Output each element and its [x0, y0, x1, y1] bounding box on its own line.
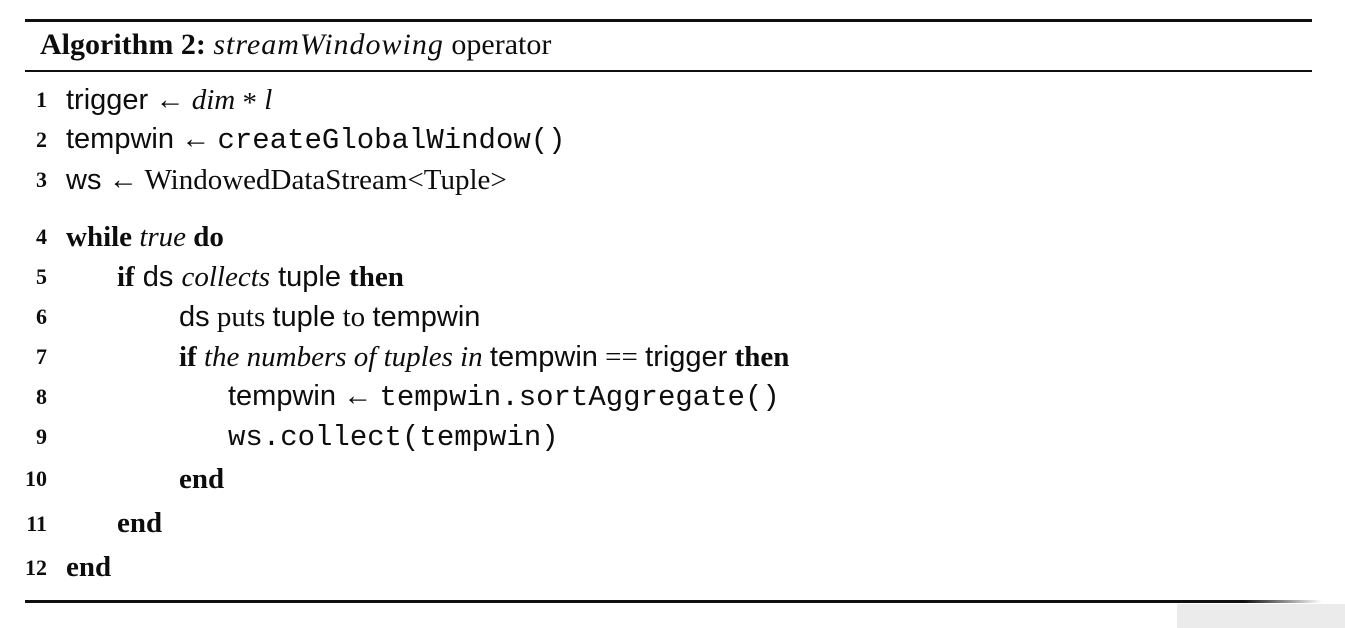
algorithm-caption-rest: operator [443, 28, 552, 61]
code-segment: end [179, 462, 225, 495]
algo-line-5: 5 if ds collects tuple then [0, 257, 1345, 297]
line-number: 3 [36, 167, 47, 192]
code-segment: the numbers of tuples in [196, 340, 490, 373]
algorithm-caption: Algorithm 2: streamWindowing operator [40, 22, 551, 68]
code-segment: trigger [645, 340, 728, 373]
code-segment: * [242, 87, 257, 120]
code-segment: ds [134, 260, 182, 293]
line-content: trigger ← dim * l [47, 83, 273, 118]
line-content: ds puts tuple to tempwin [160, 300, 481, 333]
code-segment: WindowedDataStream<Tuple> [144, 163, 507, 196]
line-content: if ds collects tuple then [98, 260, 404, 293]
code-segment: tempwin.sortAggregate() [379, 381, 780, 414]
line-content: tempwin ← createGlobalWindow() [47, 123, 566, 157]
code-segment: then [727, 340, 790, 373]
code-segment: then [349, 260, 404, 293]
code-segment: while [66, 220, 133, 253]
caption-rule [25, 70, 1312, 72]
algo-line-11: 11 end [0, 501, 1345, 546]
code-segment: if [117, 260, 135, 293]
line-content: ws.collect(tempwin) [209, 422, 559, 452]
code-segment: ← [101, 163, 145, 196]
code-segment: == [597, 340, 646, 373]
code-segment: puts [209, 300, 273, 333]
line-number: 1 [36, 87, 47, 112]
code-segment: to [335, 300, 373, 333]
algo-line-7: 7 if the numbers of tuples in tempwin == … [0, 337, 1345, 377]
code-segment: createGlobalWindow() [217, 124, 566, 157]
caption-space [206, 28, 214, 62]
algo-line-6: 6 ds puts tuple to tempwin [0, 297, 1345, 337]
line-content: while true do [47, 220, 224, 253]
code-segment: end [66, 551, 112, 583]
line-content: ws ← WindowedDataStream<Tuple> [47, 163, 507, 196]
bottom-rule [25, 600, 1322, 603]
code-segment: collects [181, 260, 271, 293]
algo-line-8: 8 tempwin ← tempwin.sortAggregate() [0, 377, 1345, 417]
code-segment: tempwin [372, 300, 481, 333]
line-number: 12 [25, 554, 47, 580]
line-content: end [47, 553, 111, 582]
code-segment: end [117, 507, 163, 539]
algorithm-caption-label: Algorithm 2: [40, 28, 206, 61]
code-segment: ws.collect(tempwin) [228, 421, 559, 454]
algo-line-9: 9 ws.collect(tempwin) [0, 417, 1345, 457]
line-content: if the numbers of tuples in tempwin == t… [160, 340, 790, 373]
line-number: 9 [36, 424, 47, 449]
block-spacer [0, 200, 1345, 217]
code-segment: tempwin [66, 123, 174, 155]
line-number: 6 [36, 304, 47, 329]
line-number: 10 [25, 466, 47, 491]
code-segment: ← [148, 83, 192, 116]
top-rule [25, 19, 1312, 22]
code-segment: if [179, 340, 197, 373]
code-segment: true [132, 220, 194, 253]
code-segment: do [193, 220, 224, 253]
code-segment: ← [174, 123, 218, 155]
line-content: end [98, 509, 162, 538]
code-segment: tuple [270, 260, 350, 293]
algo-line-10: 10 end [0, 457, 1345, 501]
line-content: end [160, 462, 225, 495]
scan-artifact [1177, 604, 1345, 628]
code-segment: ← [336, 380, 380, 412]
code-segment: ws [66, 163, 102, 196]
code-segment: tempwin [489, 340, 598, 373]
line-number: 4 [36, 224, 47, 249]
line-number: 5 [36, 264, 47, 289]
algo-line-12: 12 end [0, 546, 1345, 589]
algorithm-caption-name: streamWindowing [213, 28, 444, 61]
code-segment: tempwin [228, 380, 336, 412]
line-content: tempwin ← tempwin.sortAggregate() [209, 380, 780, 414]
line-number: 8 [36, 384, 47, 409]
code-segment: dim [191, 83, 236, 116]
code-segment: l [264, 83, 273, 116]
line-number: 11 [26, 510, 47, 536]
code-segment: trigger [66, 83, 149, 116]
line-number: 7 [36, 344, 47, 369]
code-segment: ds [179, 300, 210, 333]
line-number: 2 [36, 127, 47, 152]
code-segment: tuple [272, 300, 336, 333]
